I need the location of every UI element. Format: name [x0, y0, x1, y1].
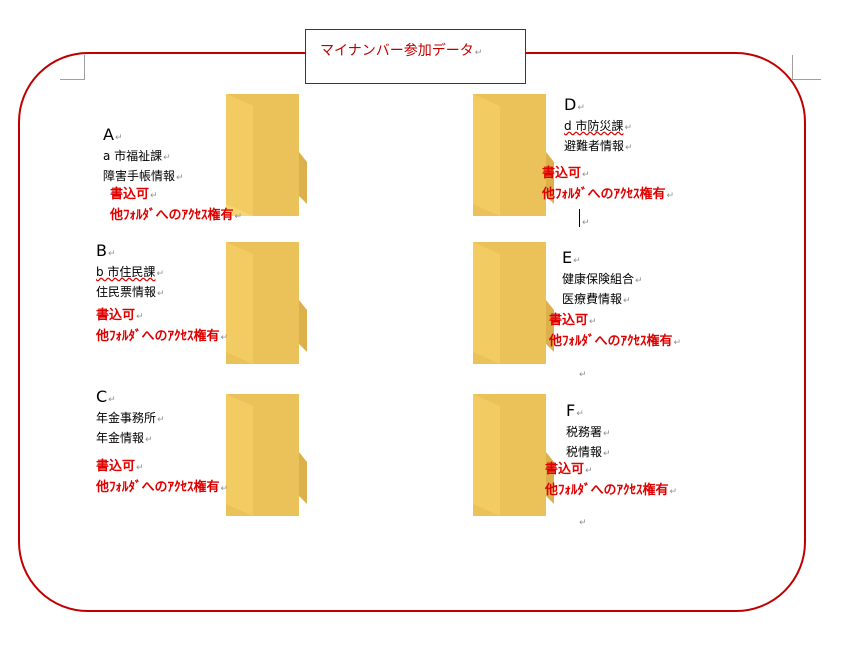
folder-icon[interactable] — [470, 240, 560, 366]
folder-label-f: F↵ 税務署↵ 税情報↵ — [566, 401, 611, 460]
folder-label-e: E↵ 健康保険組合↵ 医療費情報↵ — [562, 248, 643, 307]
folder-icon[interactable] — [223, 240, 313, 366]
folder-icon[interactable] — [223, 392, 313, 518]
folder-permission-e: 書込可↵ 他ﾌｫﾙﾀﾞへのｱｸｾｽ権有↵ — [549, 313, 682, 349]
folder-icon[interactable] — [223, 92, 313, 218]
folder-label-d: D↵ d 市防災課↵ 避難者情報↵ — [564, 95, 633, 154]
folder-label-c: C↵ 年金事務所↵ 年金情報↵ — [96, 387, 165, 446]
paragraph-mark: ↵ — [582, 218, 590, 228]
crop-mark-right — [792, 55, 821, 80]
folder-label-b: B↵ b 市住民課↵ 住民票情報↵ — [96, 241, 165, 300]
folder-permission-d: 書込可↵ 他ﾌｫﾙﾀﾞへのｱｸｾｽ権有↵ — [542, 166, 675, 202]
folder-label-a: A↵ a 市福祉課↵ 障害手帳情報↵ — [103, 125, 184, 184]
paragraph-mark: ↵ — [579, 518, 587, 528]
folder-permission-f: 書込可↵ 他ﾌｫﾙﾀﾞへのｱｸｾｽ権有↵ — [545, 462, 678, 498]
text-cursor — [579, 209, 580, 227]
folder-icon[interactable] — [470, 92, 560, 218]
page-title: マイナンバー参加データ↵ — [320, 43, 483, 59]
folder-permission-b: 書込可↵ 他ﾌｫﾙﾀﾞへのｱｸｾｽ権有↵ — [96, 308, 229, 344]
folder-icon[interactable] — [470, 392, 560, 518]
crop-mark-left — [60, 55, 85, 80]
paragraph-mark: ↵ — [579, 370, 587, 380]
folder-permission-a: 書込可↵ 他ﾌｫﾙﾀﾞへのｱｸｾｽ権有↵ — [110, 187, 243, 223]
title-box[interactable]: マイナンバー参加データ↵ — [305, 29, 526, 84]
folder-permission-c: 書込可↵ 他ﾌｫﾙﾀﾞへのｱｸｾｽ権有↵ — [96, 459, 229, 495]
